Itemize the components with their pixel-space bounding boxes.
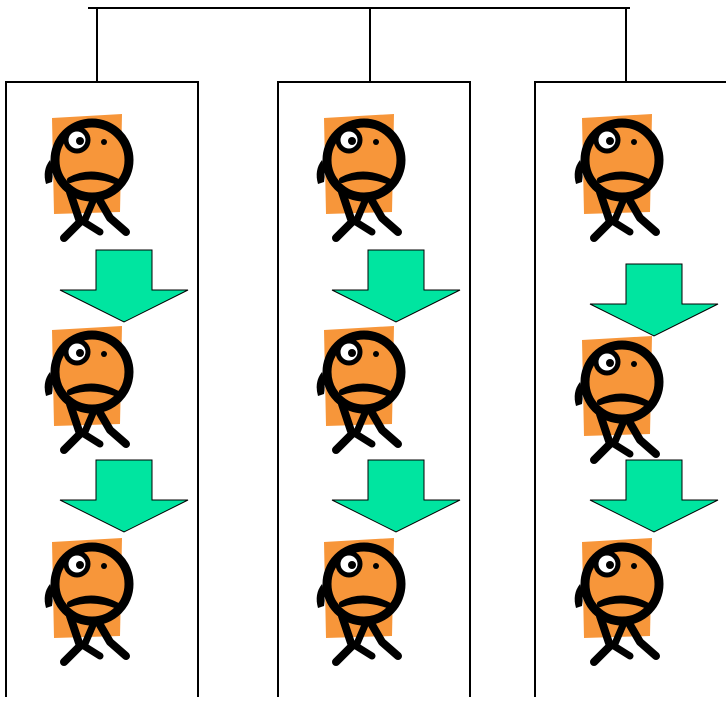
column-items: [45, 114, 719, 662]
worried-walking-character-icon: [317, 114, 401, 238]
worried-walking-character-icon: [45, 326, 129, 450]
connector-lines: [88, 7, 630, 82]
worried-walking-character-icon: [45, 538, 129, 662]
worried-walking-character-icon: [45, 114, 129, 238]
down-arrow-icon: [589, 459, 719, 533]
down-arrow-icon: [331, 249, 461, 323]
column-box-3: [534, 81, 726, 702]
column-box-1: [5, 81, 199, 702]
worried-walking-character-icon: [317, 538, 401, 662]
down-arrow-icon: [331, 459, 461, 533]
worried-walking-character-icon: [575, 336, 659, 460]
down-arrow-icon: [589, 263, 719, 337]
worried-walking-character-icon: [575, 538, 659, 662]
worried-walking-character-icon: [317, 326, 401, 450]
column-box-2: [277, 81, 471, 702]
down-arrow-icon: [59, 459, 189, 533]
worried-walking-character-icon: [575, 114, 659, 238]
down-arrow-icon: [59, 249, 189, 323]
